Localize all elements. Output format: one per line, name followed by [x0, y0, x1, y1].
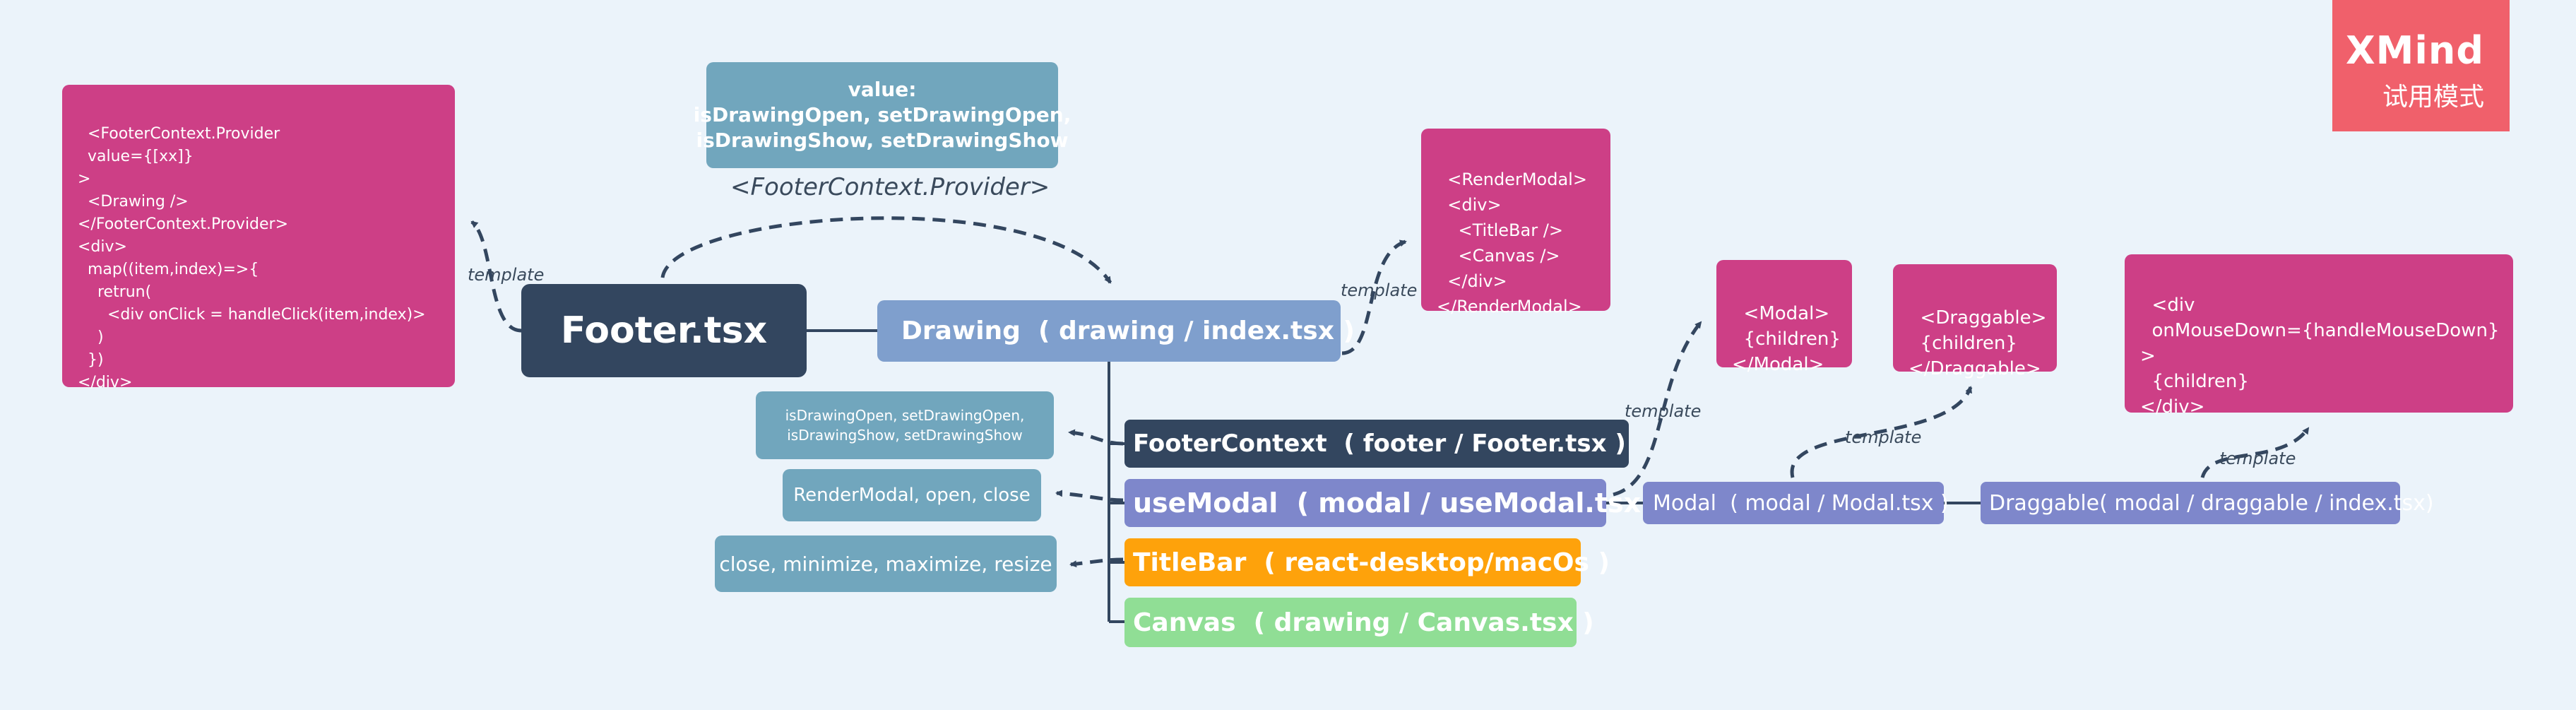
- render-modal-code: <RenderModal> <div> <TitleBar /> <Canvas…: [1421, 129, 1610, 316]
- footer-template-code: <FooterContext.Provider value={[xx]} > <…: [62, 85, 455, 391]
- topic-modal-label: Modal ( modal / Modal.tsx ): [1653, 490, 1949, 516]
- modal-code: <Modal> {children} </Modal>: [1716, 260, 1852, 375]
- provider-value-note: value: isDrawingOpen, setDrawingOpen, is…: [694, 62, 1071, 168]
- draggable-code-text: <Draggable> {children} </Draggable>: [1909, 307, 2047, 379]
- template-usemodal: [1613, 321, 1702, 497]
- footer-template-text: <FooterContext.Provider value={[xx]} > <…: [78, 125, 426, 391]
- provider-relationship: [660, 216, 1112, 284]
- root-topic-footer[interactable]: Footer.tsx: [521, 284, 807, 377]
- note-titlebar: close, minimize, maximize, resize: [715, 536, 1057, 592]
- relationship-label: <FooterContext.Provider>: [730, 173, 1050, 201]
- template-label: template: [468, 265, 545, 285]
- div-code: <div onMouseDown={handleMouseDown} > {ch…: [2125, 254, 2513, 418]
- template-label: template: [2219, 449, 2296, 468]
- note-footer-context-text: isDrawingOpen, setDrawingOpen, isDrawing…: [785, 407, 1025, 444]
- topic-canvas[interactable]: Canvas ( drawing / Canvas.tsx ): [1124, 598, 1594, 647]
- topic-use-modal[interactable]: useModal ( modal / useModal.tsx ): [1124, 479, 1663, 527]
- provider-value-text: value: isDrawingOpen, setDrawingOpen, is…: [693, 78, 1072, 152]
- topic-titlebar-label: TitleBar ( react-desktop/macOs ): [1133, 548, 1610, 577]
- topic-footer-context[interactable]: FooterContext ( footer / Footer.tsx ): [1124, 420, 1629, 468]
- xmind-watermark: XMind 试用模式: [2332, 0, 2510, 131]
- arrow-titlebar-note: [1069, 557, 1124, 568]
- topic-titlebar[interactable]: TitleBar ( react-desktop/macOs ): [1124, 538, 1610, 586]
- template-label: template: [1845, 427, 1922, 447]
- div-code-text: <div onMouseDown={handleMouseDown} > {ch…: [2140, 295, 2500, 418]
- arrow-usemodal-note: [1055, 490, 1124, 502]
- topic-drawing[interactable]: Drawing ( drawing / index.tsx ): [877, 300, 1355, 362]
- watermark-subtitle: 试用模式: [2382, 83, 2484, 112]
- template-label: template: [1625, 401, 1702, 421]
- template-footer: [470, 220, 522, 333]
- modal-code-text: <Modal> {children} </Modal>: [1732, 303, 1841, 375]
- arrow-footercontext-note: [1068, 429, 1124, 446]
- topic-canvas-label: Canvas ( drawing / Canvas.tsx ): [1133, 608, 1594, 637]
- root-topic-label: Footer.tsx: [560, 309, 768, 352]
- note-titlebar-text: close, minimize, maximize, resize: [719, 552, 1052, 576]
- watermark-title: XMind: [2346, 28, 2484, 73]
- render-modal-text: <RenderModal> <div> <TitleBar /> <Canvas…: [1437, 170, 1587, 316]
- topic-footer-context-label: FooterContext ( footer / Footer.tsx ): [1133, 430, 1626, 458]
- topic-modal[interactable]: Modal ( modal / Modal.tsx ): [1643, 482, 1949, 524]
- template-modal: [1790, 386, 1973, 478]
- topic-drawing-label: Drawing ( drawing / index.tsx ): [901, 316, 1355, 345]
- draggable-code: <Draggable> {children} </Draggable>: [1893, 264, 2057, 379]
- topic-draggable[interactable]: Draggable( modal / draggable / index.tsx…: [1981, 482, 2434, 524]
- note-footer-context: isDrawingOpen, setDrawingOpen, isDrawing…: [756, 391, 1054, 459]
- note-use-modal: RenderModal, open, close: [783, 469, 1041, 521]
- topic-use-modal-label: useModal ( modal / useModal.tsx ): [1133, 487, 1663, 519]
- note-use-modal-text: RenderModal, open, close: [793, 485, 1031, 506]
- topic-draggable-label: Draggable( modal / draggable / index.tsx…: [1989, 490, 2434, 516]
- template-drawing: [1341, 239, 1407, 355]
- template-draggable: [2200, 427, 2310, 478]
- template-label: template: [1341, 280, 1418, 300]
